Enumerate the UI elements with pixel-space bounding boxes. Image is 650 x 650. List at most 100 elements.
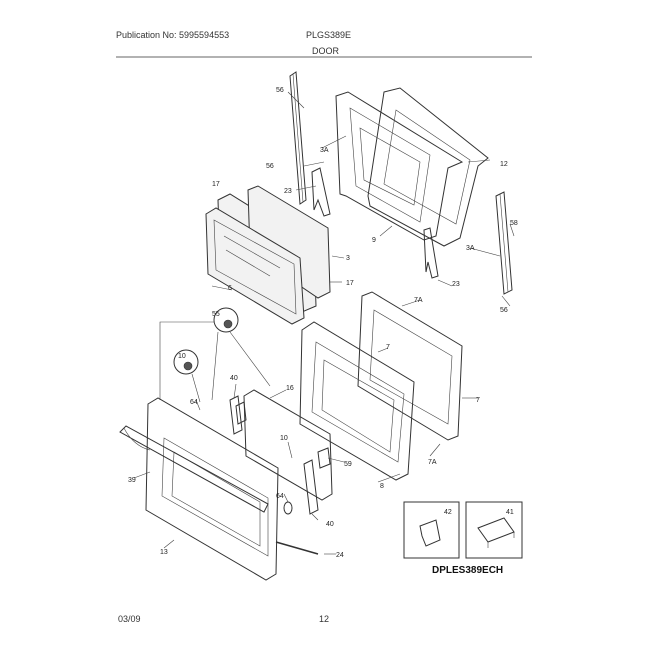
part-outline — [359, 127, 421, 206]
callout-7: 7 — [476, 397, 480, 404]
handle-bracket-40 — [229, 395, 243, 435]
leader-line — [327, 457, 345, 463]
callout-23: 23 — [284, 188, 292, 195]
handle-bracket-lower — [303, 459, 319, 515]
callout-8: 8 — [380, 483, 384, 490]
diagram-code: DPLES389ECH — [432, 565, 503, 576]
leader-line — [287, 441, 293, 459]
leader-line — [437, 279, 453, 287]
leader-line — [377, 473, 401, 483]
leader-line — [331, 255, 345, 259]
part-outline — [311, 341, 405, 463]
callout-56: 56 — [500, 307, 508, 314]
part-outline — [383, 109, 471, 225]
callout-6: 6 — [228, 285, 232, 292]
section-title: DOOR — [312, 46, 339, 56]
door-liner — [367, 87, 489, 247]
publication-number: Publication No: 5995594553 — [116, 30, 230, 40]
callout-41: 41 — [506, 509, 514, 516]
bracket-42 — [419, 519, 441, 547]
footer-page: 12 — [319, 614, 330, 624]
screw-bubble-10 — [173, 349, 199, 375]
part-outline — [183, 361, 193, 371]
callout-39: 39 — [128, 477, 136, 484]
leader-line — [295, 185, 317, 191]
leader-line — [321, 135, 347, 149]
part-outline — [369, 309, 453, 425]
callout-17: 17 — [212, 181, 220, 188]
callout-10: 10 — [178, 353, 186, 360]
leader-line — [467, 159, 491, 163]
callout-17: 17 — [346, 280, 354, 287]
leader-line — [499, 193, 509, 293]
callout-64: 64 — [190, 399, 198, 406]
callout-24: 24 — [336, 552, 344, 559]
leader-line — [509, 223, 515, 237]
callout-7a: 7A — [414, 297, 423, 304]
callout-16: 16 — [286, 385, 294, 392]
leader-line — [311, 513, 319, 521]
outer-door-panel — [145, 397, 279, 581]
leader-line — [429, 443, 441, 457]
bracket-clip-59 — [317, 447, 331, 469]
callout-7: 7 — [386, 344, 390, 351]
leader-line — [163, 539, 175, 549]
part-outline — [159, 321, 214, 400]
leader-line — [133, 471, 151, 479]
callout-23: 23 — [452, 281, 460, 288]
callout-56: 56 — [266, 163, 274, 170]
part-outline — [321, 359, 395, 453]
part-outline — [223, 319, 233, 329]
callout-59: 59 — [344, 461, 352, 468]
leader-line — [229, 331, 271, 387]
leader-line — [191, 373, 201, 403]
spacer-64 — [283, 501, 293, 515]
leader-line — [287, 91, 305, 109]
part-outline — [171, 451, 261, 547]
inset-box-42 — [403, 501, 460, 559]
leader-line — [225, 249, 271, 277]
callout-10: 10 — [280, 435, 288, 442]
callout-55: 55 — [212, 311, 220, 318]
door-insulation — [243, 389, 333, 501]
inset-box-41 — [465, 501, 523, 559]
part-outline — [123, 427, 151, 451]
leader-line — [501, 295, 511, 307]
callout-42: 42 — [444, 509, 452, 516]
callout-12: 12 — [500, 161, 508, 168]
door-inner-panel — [299, 321, 415, 481]
callout-3: 3 — [346, 255, 350, 262]
part-outline — [213, 219, 297, 315]
hinge-left — [311, 167, 331, 217]
callout-40: 40 — [230, 375, 238, 382]
callout-9: 9 — [372, 237, 376, 244]
leader-line — [379, 225, 393, 237]
model-number: PLGS389E — [306, 30, 352, 40]
inner-door-frame — [335, 91, 464, 241]
leader-line — [195, 399, 201, 411]
callout-64: 64 — [276, 493, 284, 500]
footer-date: 03/09 — [118, 614, 141, 624]
callout-13: 13 — [160, 549, 168, 556]
door-gasket — [357, 291, 463, 441]
leader-line — [211, 285, 233, 291]
right-hinge-strip — [495, 191, 513, 295]
leader-line — [292, 73, 304, 203]
part-outline — [349, 107, 431, 223]
callout-3a: 3A — [466, 245, 475, 252]
leader-line — [469, 247, 501, 257]
inner-glass-17 — [205, 207, 305, 325]
leader-line — [211, 331, 219, 401]
block-41 — [477, 517, 515, 543]
leader-line — [377, 347, 389, 353]
leader-line — [223, 235, 281, 269]
callout-3a: 3A — [320, 147, 329, 154]
leader-line — [401, 299, 421, 307]
callout-58: 58 — [510, 220, 518, 227]
hinge-right — [423, 227, 439, 279]
callout-40: 40 — [326, 521, 334, 528]
leader-line — [283, 493, 289, 503]
leader-line — [233, 383, 237, 399]
door-rod — [275, 541, 319, 555]
